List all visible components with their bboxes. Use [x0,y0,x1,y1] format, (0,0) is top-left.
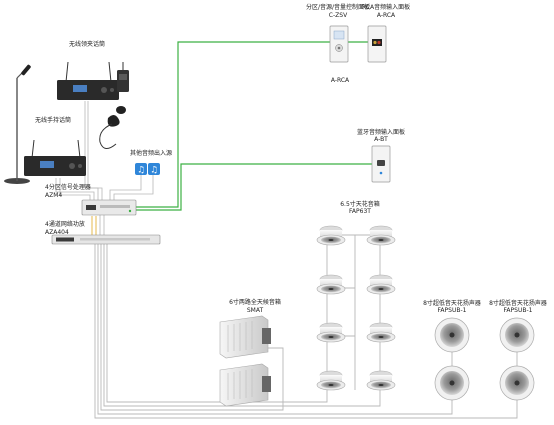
audio-source-icons: ♫ ♫ [135,163,160,176]
label-processor-model: AZM4 [45,192,63,199]
subwoofer-1-bottom [434,365,470,401]
ceiling-speaker-6 [366,322,396,343]
label-wireless-handheld: 无线手持话筒 [34,117,71,124]
subwoofer-2-top [499,317,535,353]
ceiling-speaker-2 [366,225,396,246]
handheld-receiver [24,139,86,176]
svg-text:♫: ♫ [150,166,158,176]
label-ceiling-speaker-name: 6.5寸天花音箱 [340,201,380,208]
ceiling-speaker-8 [366,370,396,391]
label-rca-panel-model: A-RCA [376,12,396,19]
label-bt-panel-model: A-BT [374,136,388,143]
subwoofers [434,317,535,401]
handheld-mic-stand [4,64,31,184]
green-control-lines [134,41,372,211]
label-wall-speaker-name: 6寸两路全天候音箱 [229,299,281,306]
label-amp-model: AZA404 [45,229,69,236]
label-sub2-name: 8寸超低音天花扬声器 [489,300,547,307]
label-sub1-model: FAPSUB-1 [437,307,467,314]
processor-azm4 [81,199,137,216]
ceiling-speaker-4 [366,274,396,295]
label-ceiling-speaker-model: FAP63T [349,208,371,215]
subwoofer-1-top [434,317,470,353]
outdoor-speaker-1 [219,315,271,359]
label-zone-panel-name: 分区/音源/音量控制面板 [305,4,371,11]
panel-c-zsv [329,25,349,63]
amplifier-aza404 [51,234,161,245]
ceiling-speaker-1 [316,225,346,246]
label-rca-panel-name: RCA音频输入面板 [361,4,411,11]
source-cables [55,101,154,235]
panel-a-bt [371,145,391,183]
subwoofer-2-bottom [499,365,535,401]
panel-a-rca [367,25,387,63]
label-other-audio: 其他音频出入源 [129,150,172,157]
label-rca-bottom: A-RCA [330,77,350,84]
label-sub1-name: 8寸超低音天花扬声器 [423,300,481,307]
lavalier-receiver [57,61,119,100]
label-bt-panel-name: 蓝牙音频输入面板 [356,129,405,136]
svg-text:♫: ♫ [137,166,145,176]
label-wireless-receiver: 无线领夹话筒 [68,41,105,48]
outdoor-speaker-2 [219,363,271,407]
bodypack-transmitter [99,62,129,149]
label-zone-panel-model: C-ZSV [328,12,348,19]
patch-cables [91,216,97,236]
label-processor-name: 4分区信号处理器 [45,184,91,191]
ceiling-speaker-3 [316,274,346,295]
ceiling-speaker-7 [316,370,346,391]
ceiling-speakers [316,225,396,391]
label-sub2-model: FAPSUB-1 [503,307,533,314]
label-wall-speaker-model: SMAT [246,307,264,314]
ceiling-speaker-5 [316,322,346,343]
label-amp-name: 4通道网络功放 [45,221,85,228]
